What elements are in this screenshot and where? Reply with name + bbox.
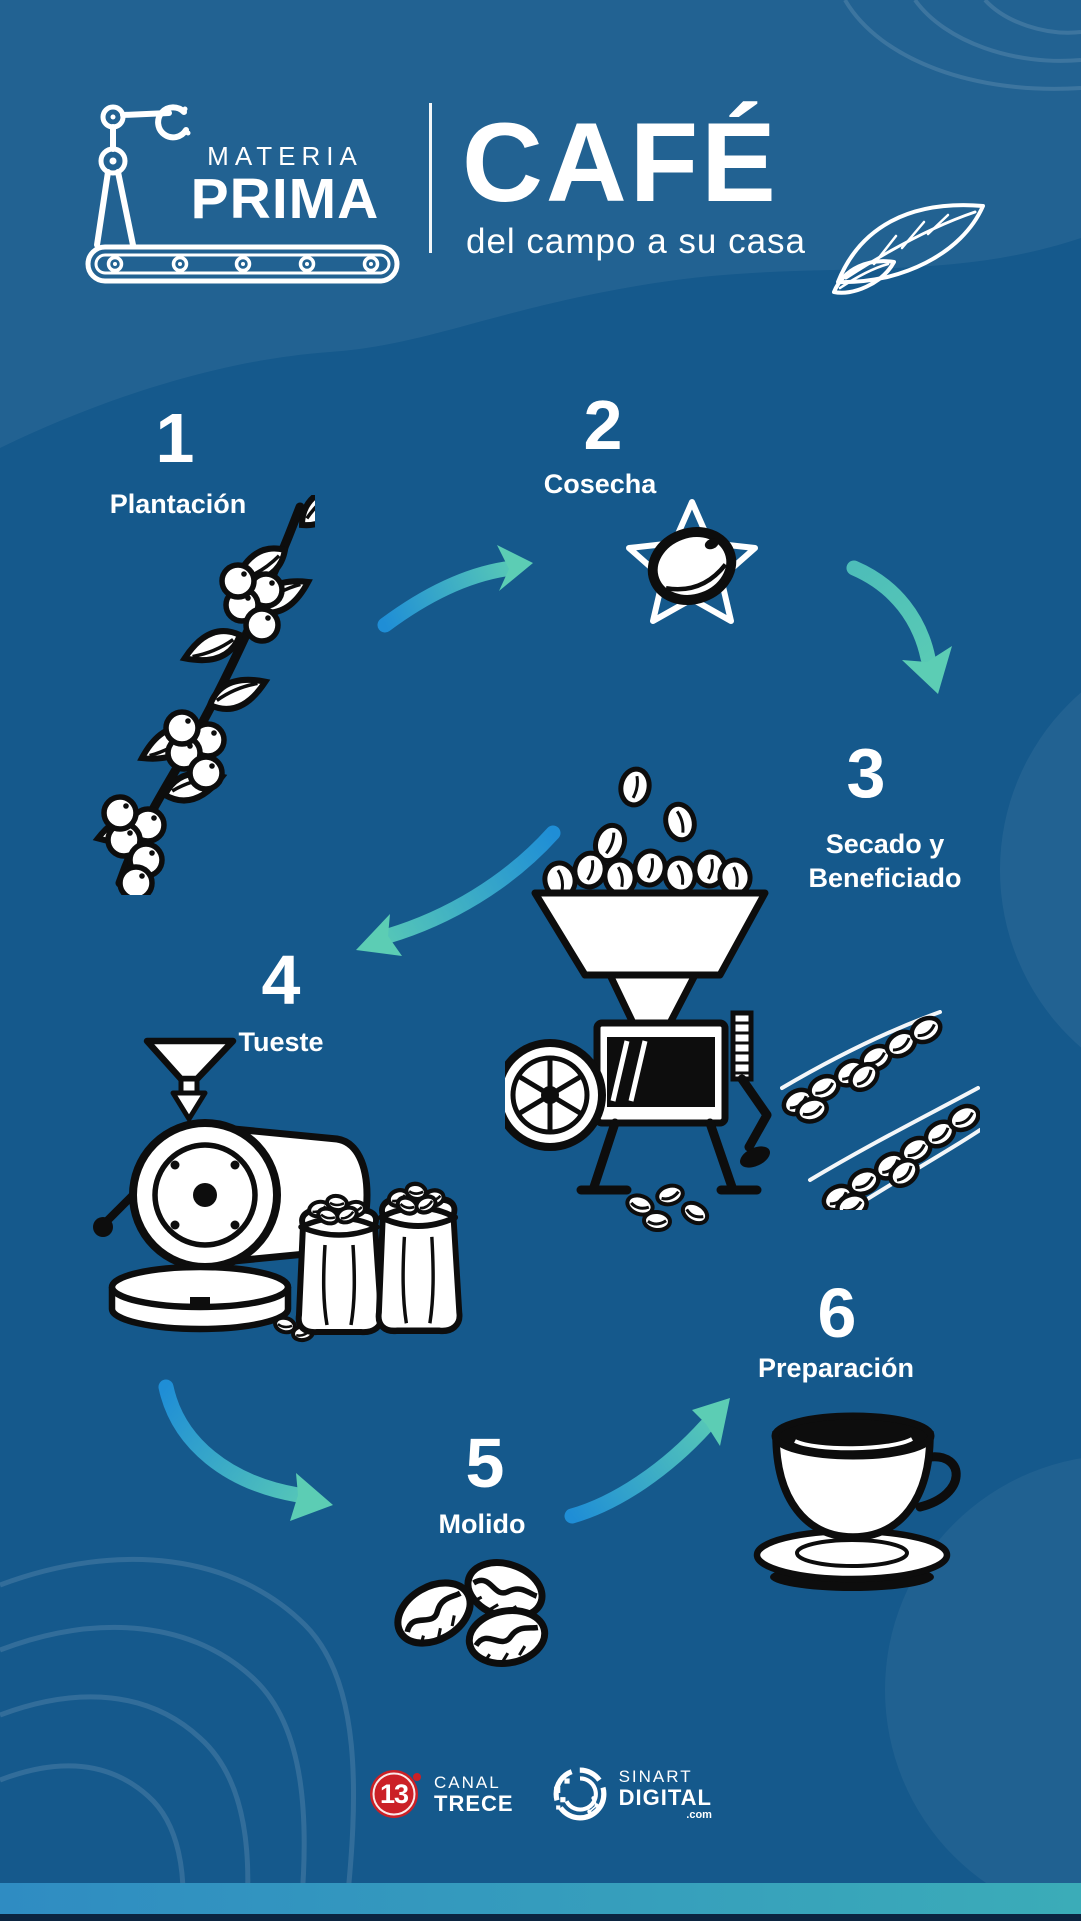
header-divider bbox=[429, 103, 432, 253]
arrow-step2-to-step3 bbox=[846, 560, 952, 694]
brand-bottom-text: PRIMA bbox=[190, 167, 380, 231]
coffee-cherry-star-illustration bbox=[626, 499, 758, 624]
canal-13-number: 13 bbox=[380, 1779, 409, 1809]
step2-number: 2 bbox=[583, 386, 623, 464]
canal-13-line1: CANAL bbox=[434, 1772, 501, 1792]
sinart-line2: DIGITAL bbox=[618, 1784, 712, 1810]
step4-label: Tueste bbox=[238, 1027, 324, 1057]
coffee-leaf-icon bbox=[832, 203, 985, 295]
step3-label: Secado y Beneficiado bbox=[808, 829, 962, 893]
depulper-mill-illustration bbox=[505, 765, 772, 1234]
step5-number: 5 bbox=[465, 1424, 505, 1502]
page-title: CAFÉ bbox=[462, 100, 779, 225]
ground-coffee-beans-illustration bbox=[380, 1545, 565, 1680]
step1-number: 1 bbox=[155, 399, 195, 477]
drying-beans-illustration bbox=[780, 1010, 980, 1210]
step3-number: 3 bbox=[846, 734, 886, 812]
arrow-step3-to-step4 bbox=[356, 825, 561, 956]
coffee-branch-illustration bbox=[70, 495, 315, 895]
step1-label: Plantación bbox=[109, 489, 247, 519]
arrow-step4-to-step5 bbox=[158, 1379, 333, 1521]
footer-logos: 13 CANAL TRECE SINART DIGITAL bbox=[0, 1766, 1081, 1822]
step4-number: 4 bbox=[261, 941, 301, 1019]
canal-13-badge-icon: 13 bbox=[369, 1767, 423, 1821]
footer-dark-strip bbox=[0, 1914, 1081, 1921]
title-block: CAFÉ del campo a su casa bbox=[462, 104, 882, 262]
arrow-step5-to-step6 bbox=[564, 1398, 730, 1524]
coffee-roaster-sacks-illustration bbox=[93, 1037, 465, 1344]
arrow-step1-to-step2 bbox=[377, 545, 533, 633]
brand-top-text: MATERIA bbox=[207, 141, 363, 171]
step5-label: Molido bbox=[438, 1509, 526, 1539]
step6-label: Preparación bbox=[757, 1353, 915, 1383]
sinart-globe-icon bbox=[553, 1767, 607, 1821]
footer-gradient-bar bbox=[0, 1883, 1081, 1914]
step6-number: 6 bbox=[817, 1274, 857, 1352]
brand-wordmark: MATERIA PRIMA bbox=[180, 143, 390, 228]
sinart-digital-logo: SINART DIGITAL .com bbox=[552, 1766, 712, 1822]
page-subtitle: del campo a su casa bbox=[466, 221, 807, 261]
canal-13-line2: TRECE bbox=[434, 1790, 514, 1816]
step2-label: Cosecha bbox=[543, 469, 657, 499]
sinart-line1: SINART bbox=[618, 1766, 693, 1786]
materia-prima-logo: MATERIA PRIMA bbox=[85, 95, 400, 285]
coffee-cup-illustration bbox=[753, 1412, 961, 1591]
robotic-arm-conveyor-icon bbox=[85, 104, 400, 284]
sinart-line3: .com bbox=[686, 1808, 712, 1821]
canal-13-logo: 13 CANAL TRECE bbox=[369, 1767, 514, 1821]
